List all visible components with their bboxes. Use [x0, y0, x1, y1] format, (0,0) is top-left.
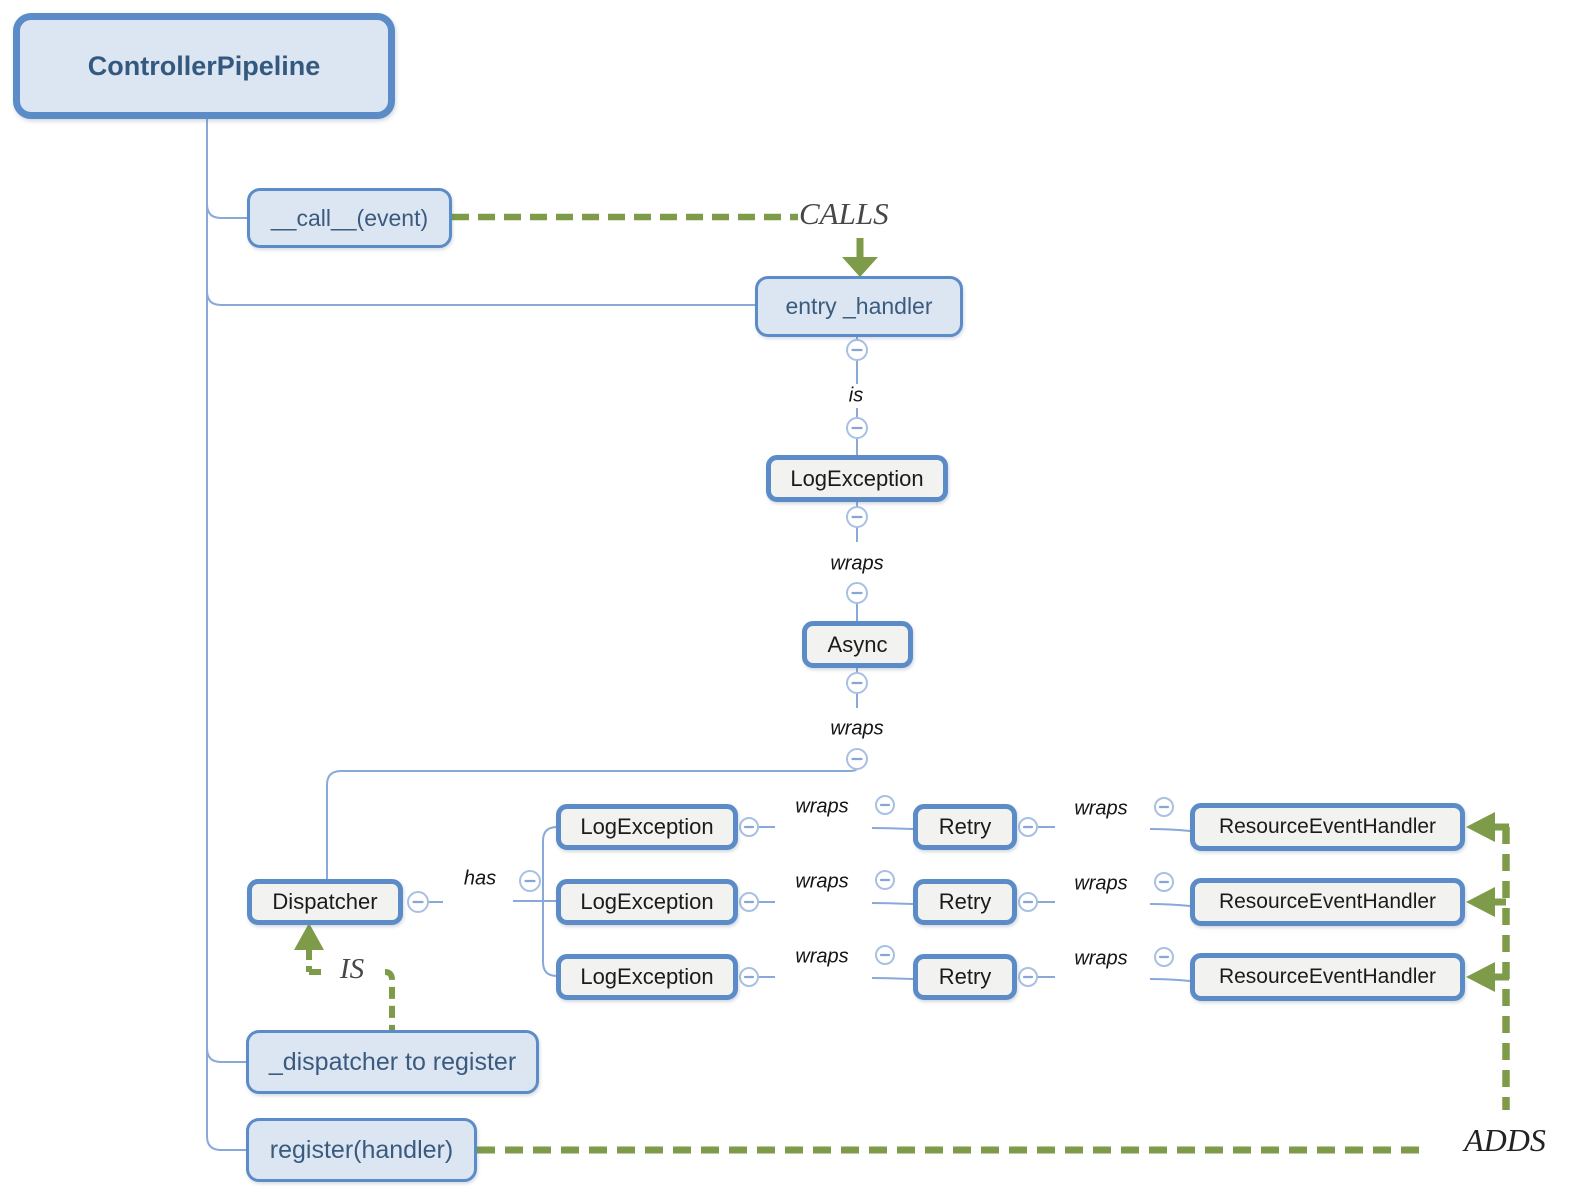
collapse-icon-wraps-a[interactable] — [846, 582, 868, 604]
adds-arrowhead-icon — [1466, 962, 1495, 992]
node-row3-retry[interactable]: Retry — [913, 954, 1017, 1000]
relation-label-wraps: wraps — [830, 717, 884, 740]
collapse-icon-row2-retry[interactable] — [1018, 892, 1038, 912]
relation-label-wraps: wraps — [1074, 797, 1128, 820]
node-async[interactable]: Async — [802, 621, 913, 668]
collapse-icon-row1-wraps2[interactable] — [1154, 797, 1174, 817]
adds-arrow — [477, 812, 1510, 1154]
node-row1-retry[interactable]: Retry — [913, 804, 1017, 850]
collapse-icon-row1-wraps1[interactable] — [875, 795, 895, 815]
row-line — [1149, 828, 1191, 832]
node-controller-pipeline[interactable]: ControllerPipeline — [13, 13, 395, 119]
collapse-icon-row3-wraps1[interactable] — [875, 945, 895, 965]
row-line — [871, 977, 914, 980]
is-arrowhead-icon — [294, 923, 324, 950]
is-dashed-line — [309, 969, 395, 1030]
row-line — [871, 827, 914, 830]
node-entry-handler[interactable]: entry _handler — [755, 276, 963, 337]
node-row1-resource-event-handler[interactable]: ResourceEventHandler — [1190, 803, 1465, 851]
row-line — [871, 902, 914, 905]
collapse-icon-has[interactable] — [519, 870, 541, 892]
collapse-icon-dispatcher[interactable] — [407, 891, 429, 913]
collapse-icon-logexception[interactable] — [846, 506, 868, 528]
relation-label-wraps: wraps — [1074, 872, 1128, 895]
bracket-top — [542, 826, 558, 901]
collapse-icon-entry[interactable] — [846, 339, 868, 361]
is-arrow — [294, 923, 395, 1030]
calls-arrowhead-icon — [842, 257, 878, 277]
relation-label-wraps: wraps — [830, 552, 884, 575]
collapse-icon-is[interactable] — [846, 417, 868, 439]
node-log-exception-main[interactable]: LogException — [766, 455, 948, 502]
collapse-icon-async[interactable] — [846, 672, 868, 694]
collapse-icon-row3-log[interactable] — [739, 967, 759, 987]
collapse-icon-row1-log[interactable] — [739, 817, 759, 837]
adds-arrowhead-icon — [1466, 812, 1495, 842]
node-row1-log-exception[interactable]: LogException — [556, 804, 738, 850]
verb-label-adds: ADDS — [1464, 1122, 1546, 1158]
collapse-icon-row2-log[interactable] — [739, 892, 759, 912]
branch-dispatcher-field-line — [206, 1047, 246, 1063]
node-row2-log-exception[interactable]: LogException — [556, 879, 738, 925]
verb-label-calls: CALLS — [799, 196, 889, 231]
relation-label-wraps: wraps — [795, 795, 849, 818]
node-dispatcher-to-register[interactable]: _dispatcher to register — [246, 1030, 539, 1094]
collapse-icon-row3-wraps2[interactable] — [1154, 947, 1174, 967]
collapse-icon-wraps-b[interactable] — [846, 748, 868, 770]
row-line — [1149, 903, 1191, 907]
relation-label-is: is — [848, 384, 864, 407]
collapse-icon-row2-wraps1[interactable] — [875, 870, 895, 890]
relation-label-wraps: wraps — [795, 945, 849, 968]
node-row2-retry[interactable]: Retry — [913, 879, 1017, 925]
collapse-icon-row1-retry[interactable] — [1018, 817, 1038, 837]
collapse-icon-row2-wraps2[interactable] — [1154, 872, 1174, 892]
calls-arrow — [452, 213, 878, 277]
node-register-handler[interactable]: register(handler) — [246, 1118, 477, 1182]
node-row3-log-exception[interactable]: LogException — [556, 954, 738, 1000]
trunk-line — [206, 119, 246, 1151]
row-line — [1149, 978, 1191, 982]
adds-arrowhead-icon — [1466, 887, 1495, 917]
bracket-bottom — [542, 901, 558, 977]
verb-label-is: IS — [326, 951, 378, 987]
node-call-event[interactable]: __call__(event) — [247, 188, 452, 248]
node-dispatcher[interactable]: Dispatcher — [247, 879, 403, 925]
node-row2-resource-event-handler[interactable]: ResourceEventHandler — [1190, 878, 1465, 926]
node-row3-resource-event-handler[interactable]: ResourceEventHandler — [1190, 953, 1465, 1001]
branch-call-line — [206, 203, 247, 219]
branch-entry-line — [206, 290, 755, 306]
relation-label-wraps: wraps — [1074, 947, 1128, 970]
relation-label-has: has — [463, 867, 497, 890]
relation-label-wraps: wraps — [795, 870, 849, 893]
collapse-icon-row3-retry[interactable] — [1018, 967, 1038, 987]
